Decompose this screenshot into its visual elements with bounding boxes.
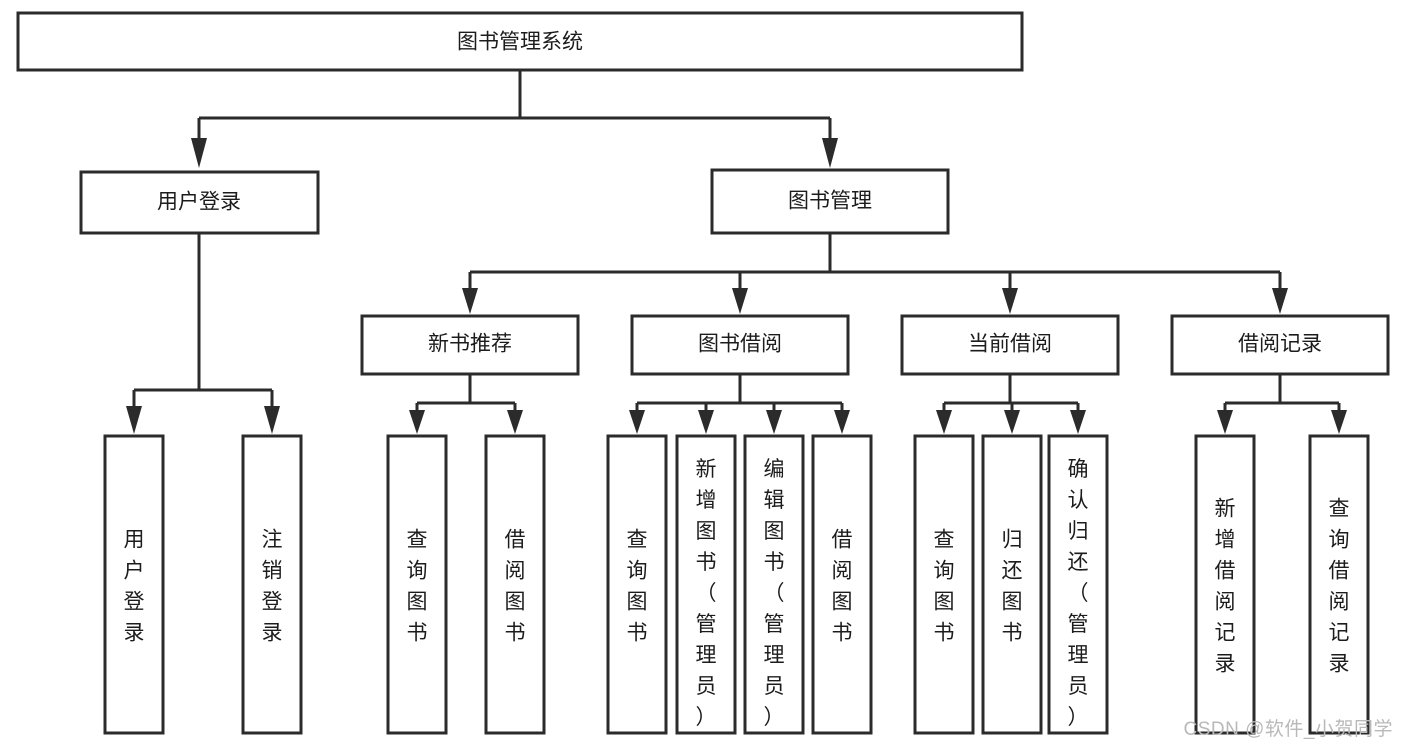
node-leaf-logout-label: 注销登录: [262, 529, 283, 645]
node-leaf-add-record[interactable]: 新增借阅记录: [1194, 434, 1256, 735]
node-leaf-return-book[interactable]: 归还图书: [981, 434, 1043, 735]
arrow-to-current-borrow: [1002, 288, 1018, 314]
node-leaf-query-book-1-label: 查询图书: [407, 529, 428, 645]
arrow-to-leaf-confirm-return: [1070, 410, 1086, 434]
arrow-to-leaf-add-record: [1217, 410, 1233, 434]
arrow-to-leaf-return-book: [1004, 410, 1020, 434]
node-leaf-confirm-return-label: 确认归还（管理员）: [1068, 458, 1089, 729]
arrow-to-leaf-borrow-book-2: [834, 410, 850, 434]
node-leaf-add-book-box[interactable]: [675, 434, 737, 735]
node-leaf-add-book[interactable]: 新增图书（管理员）: [675, 434, 737, 735]
node-leaf-query-book-3-label: 查询图书: [934, 529, 955, 645]
node-user-login-box[interactable]: [79, 170, 320, 235]
node-leaf-query-book-3[interactable]: 查询图书: [913, 434, 975, 735]
arrow-to-new-book-rec: [462, 288, 478, 314]
arrow-to-leaf-query-book-2: [629, 410, 645, 434]
node-borrow-record-box[interactable]: [1170, 314, 1390, 376]
node-leaf-borrow-book-1[interactable]: 借阅图书: [484, 434, 546, 735]
node-leaf-return-book-box[interactable]: [981, 434, 1043, 735]
node-leaf-query-book-2-label: 查询图书: [627, 529, 648, 645]
node-leaf-query-record-box[interactable]: [1308, 434, 1370, 735]
node-leaf-user-login[interactable]: 用户登录: [103, 434, 165, 735]
arrow-root-to-user-login: [191, 138, 207, 168]
node-leaf-add-record-label: 新增借阅记录: [1215, 498, 1236, 676]
node-leaf-query-book-1[interactable]: 查询图书: [386, 434, 448, 735]
node-book-borrow-box[interactable]: [630, 314, 850, 376]
node-leaf-query-book-1-box[interactable]: [386, 434, 448, 735]
node-borrow-record[interactable]: 借阅记录: [1170, 314, 1390, 376]
node-leaf-query-record-label: 查询借阅记录: [1329, 498, 1350, 676]
arrow-to-leaf-query-book-1: [409, 410, 425, 434]
node-leaf-add-record-box[interactable]: [1194, 434, 1256, 735]
node-book-borrow[interactable]: 图书借阅: [630, 314, 850, 376]
node-leaf-return-book-label: 归还图书: [1002, 529, 1023, 645]
node-current-borrow-box[interactable]: [900, 314, 1120, 376]
arrow-to-leaf-query-book-3: [936, 410, 952, 434]
arrow-root-to-book-manage: [822, 138, 838, 168]
node-root-label: 图书管理系统: [457, 31, 583, 54]
node-leaf-confirm-return-box[interactable]: [1047, 434, 1109, 735]
node-leaf-query-record[interactable]: 查询借阅记录: [1308, 434, 1370, 735]
arrow-to-leaf-query-record: [1331, 410, 1347, 434]
arrow-to-borrow-record: [1272, 288, 1288, 314]
node-leaf-edit-book-label: 编辑图书（管理员）: [764, 458, 785, 729]
node-current-borrow[interactable]: 当前借阅: [900, 314, 1120, 376]
node-book-manage-box[interactable]: [710, 168, 950, 235]
node-leaf-borrow-book-2[interactable]: 借阅图书: [811, 434, 873, 735]
arrow-to-leaf-add-book: [698, 410, 714, 434]
node-leaf-logout-box[interactable]: [241, 434, 303, 735]
node-book-manage-label: 图书管理: [788, 190, 872, 213]
node-leaf-edit-book-box[interactable]: [743, 434, 805, 735]
node-leaf-query-book-2[interactable]: 查询图书: [606, 434, 668, 735]
node-leaf-logout[interactable]: 注销登录: [241, 434, 303, 735]
node-leaf-borrow-book-2-label: 借阅图书: [832, 529, 853, 645]
connector-layer: [126, 70, 1347, 434]
arrow-to-leaf-edit-book: [766, 410, 782, 434]
arrow-to-leaf-user-login: [126, 406, 142, 434]
arrow-to-leaf-logout: [264, 406, 280, 434]
node-leaf-user-login-label: 用户登录: [124, 529, 145, 645]
node-new-book-rec[interactable]: 新书推荐: [360, 314, 580, 376]
node-new-book-rec-box[interactable]: [360, 314, 580, 376]
node-root-box[interactable]: [16, 11, 1024, 72]
node-leaf-query-book-2-box[interactable]: [606, 434, 668, 735]
node-book-manage[interactable]: 图书管理: [710, 168, 950, 235]
node-book-borrow-label: 图书借阅: [698, 333, 782, 356]
node-leaf-borrow-book-1-box[interactable]: [484, 434, 546, 735]
node-leaf-borrow-book-2-box[interactable]: [811, 434, 873, 735]
node-borrow-record-label: 借阅记录: [1238, 333, 1322, 356]
node-leaf-query-book-3-box[interactable]: [913, 434, 975, 735]
node-root[interactable]: 图书管理系统: [16, 11, 1024, 72]
node-user-login-label: 用户登录: [157, 191, 241, 214]
node-current-borrow-label: 当前借阅: [968, 333, 1052, 356]
node-leaf-confirm-return[interactable]: 确认归还（管理员）: [1047, 434, 1109, 735]
node-leaf-add-book-label: 新增图书（管理员）: [696, 458, 717, 729]
node-leaf-borrow-book-1-label: 借阅图书: [505, 529, 526, 645]
arrow-to-book-borrow: [732, 288, 748, 314]
leaf-node-layer: 用户登录 注销登录 查询图书 借阅图书 查询图书 新增图书（管理员） 编辑图书（管理员） 借阅…: [103, 434, 1370, 735]
node-leaf-user-login-box[interactable]: [103, 434, 165, 735]
node-new-book-rec-label: 新书推荐: [428, 333, 512, 356]
watermark-label: CSDN @软件_小贺同学: [1183, 719, 1393, 740]
node-leaf-edit-book[interactable]: 编辑图书（管理员）: [743, 434, 805, 735]
arrow-to-leaf-borrow-book-1: [507, 410, 523, 434]
node-user-login[interactable]: 用户登录: [79, 170, 320, 235]
